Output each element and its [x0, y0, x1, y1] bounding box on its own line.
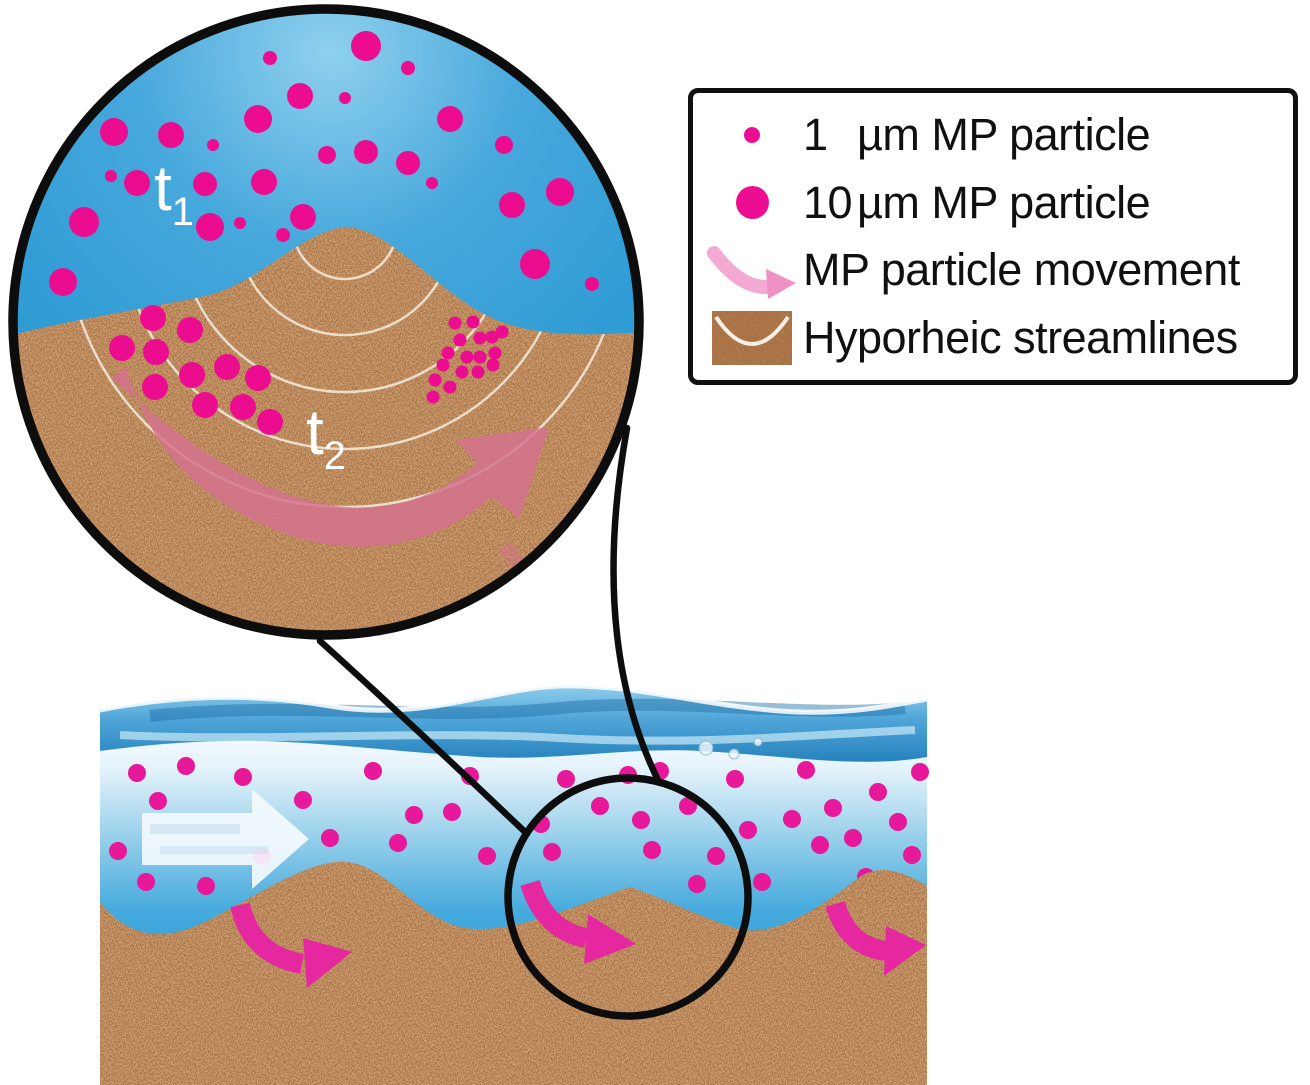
t1-subscript: 1	[171, 190, 194, 235]
legend-item-movement: MP particle movement	[701, 238, 1289, 302]
mp-particle-1um-icon	[744, 126, 760, 143]
streambed	[100, 861, 927, 1085]
mp-particles-water	[109, 757, 929, 895]
callout-ellipse	[504, 774, 752, 1020]
t2-subscript: 2	[323, 434, 346, 479]
t2-label: t2	[306, 400, 346, 476]
callout-lines	[316, 424, 662, 835]
inset-circle-outline	[8, 4, 644, 640]
t2-base: t	[306, 396, 324, 468]
legend-text-10um: µm MP particle	[857, 176, 1151, 228]
legend-item-1um: 1 µm MP particle	[701, 103, 1289, 167]
legend-num-1um: 1	[803, 108, 828, 160]
legend-text-1um: µm MP particle	[857, 108, 1151, 160]
legend-label-1um: 1 µm MP particle	[803, 108, 1151, 161]
legend-text-movement: MP particle movement	[803, 244, 1240, 296]
magnified-inset	[8, 4, 644, 640]
water-surface	[99, 683, 928, 762]
downwelling-arrow-right	[825, 900, 926, 976]
inset-mp-particles-water	[49, 31, 599, 296]
legend-item-streamlines: Hyporheic streamlines	[701, 306, 1289, 370]
callout-line-left	[316, 637, 528, 835]
downwelling-arrow-center	[520, 879, 636, 964]
inset-mp-cluster-small	[426, 315, 509, 404]
flow-direction-arrow	[142, 789, 309, 889]
downwelling-arrow-left	[230, 902, 352, 988]
downwelling-arrows	[230, 879, 926, 988]
mp-particle-10um-icon	[735, 186, 769, 220]
legend-num-10um: 10	[803, 176, 853, 228]
mp-movement-arrow-icon	[707, 246, 796, 300]
hyporheic-streamlines-icon	[712, 311, 792, 366]
callout-line-right	[610, 424, 662, 784]
legend-text-streamlines: Hyporheic streamlines	[803, 312, 1238, 364]
bubbles	[698, 737, 763, 760]
t1-label: t1	[154, 156, 194, 232]
foam-highlight	[99, 683, 928, 715]
inset-mp-cluster-large	[109, 305, 283, 435]
t1-base: t	[154, 152, 172, 224]
